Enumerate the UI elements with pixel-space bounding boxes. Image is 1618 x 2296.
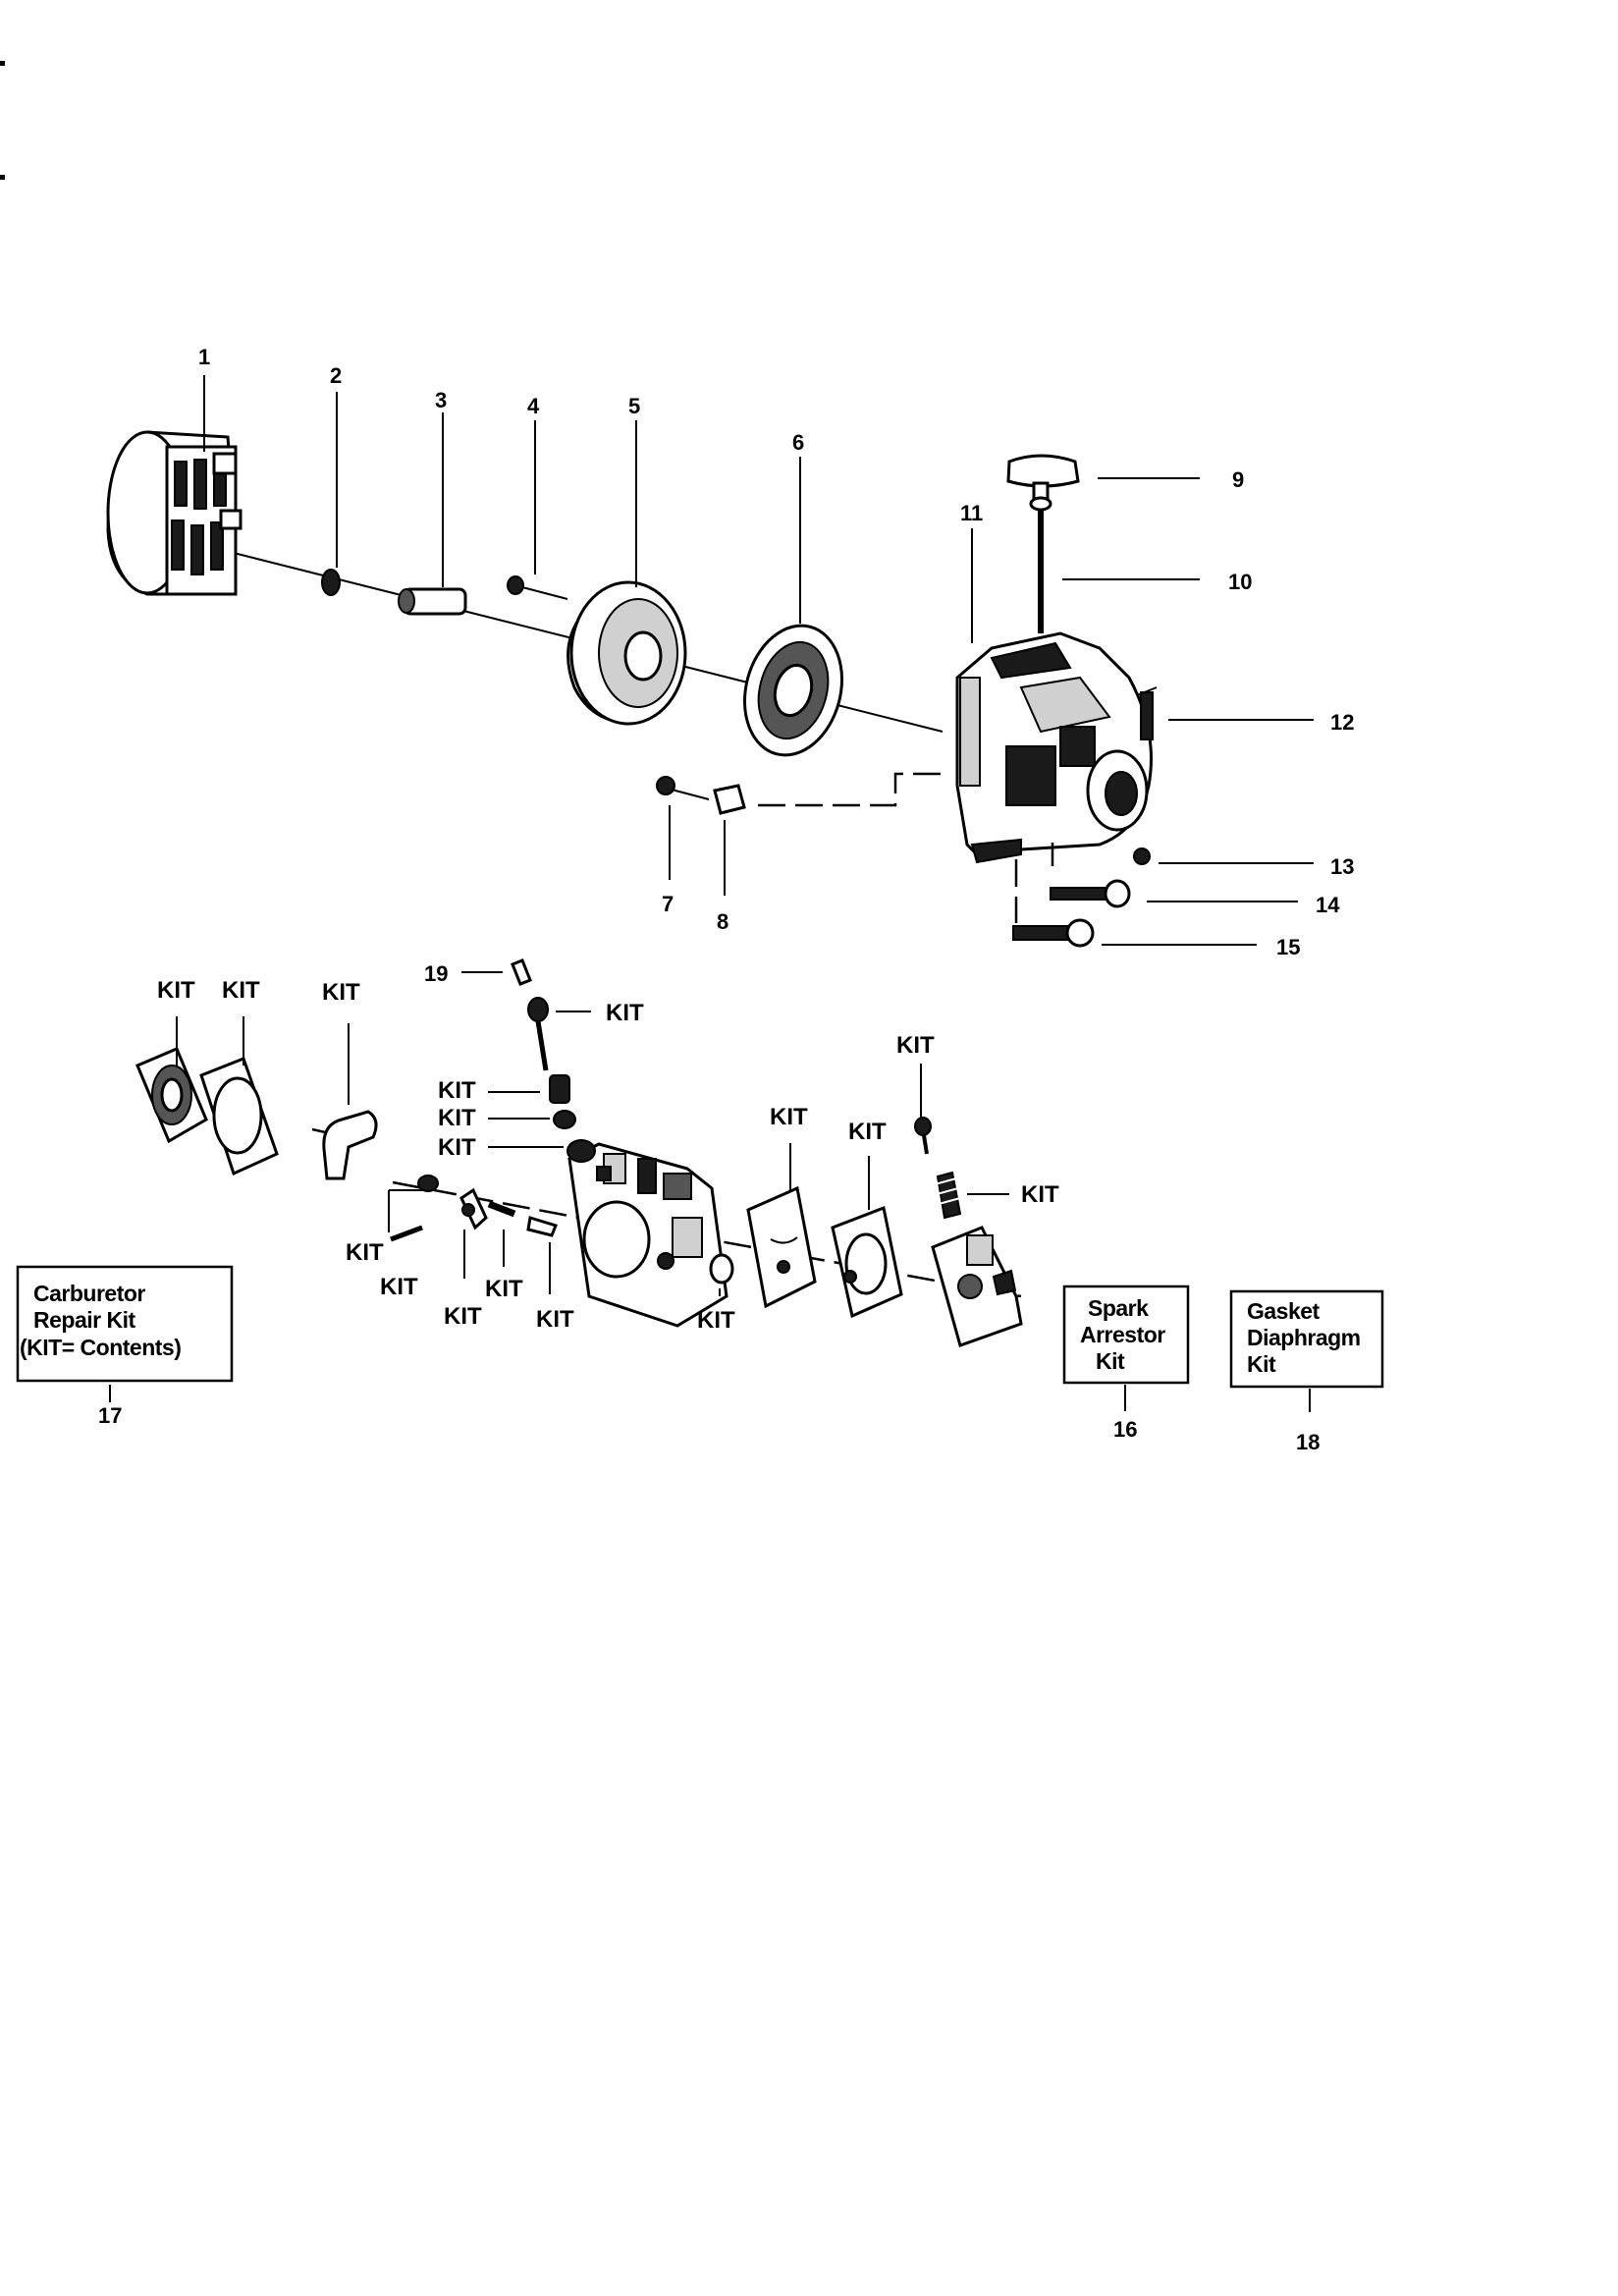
part-number-16: 16	[1113, 1417, 1137, 1442]
part-number-4: 4	[527, 394, 540, 418]
part-number-18: 18	[1296, 1430, 1320, 1454]
part-number-17: 17	[98, 1403, 122, 1428]
part-number-8: 8	[717, 909, 728, 934]
carburetor-repair-kit-box: Carburetor Repair Kit (KIT= Contents)	[16, 1265, 234, 1383]
part-number-19: 19	[424, 961, 448, 986]
screw-part-4	[507, 575, 568, 600]
spark-kit-line3: Kit	[1096, 1348, 1125, 1374]
spark-kit-line2: Arrestor	[1080, 1322, 1165, 1347]
gasket-kit-line2: Diaphragm	[1247, 1325, 1361, 1350]
pulley-part	[566, 580, 687, 726]
kit-label: KIT	[848, 1119, 887, 1145]
part-number-12: 12	[1330, 710, 1354, 735]
kit-label: KIT	[438, 1077, 476, 1104]
carburetor-body-part	[567, 1142, 728, 1328]
kit-label: KIT	[157, 977, 195, 1004]
washer-part	[321, 569, 341, 596]
part-number-1: 1	[198, 345, 210, 369]
part-number-5: 5	[628, 394, 640, 418]
scan-speck	[0, 175, 5, 180]
carb-kit-line3: (KIT= Contents)	[20, 1335, 181, 1360]
screw-part-12	[1136, 686, 1158, 740]
part-number-2: 2	[330, 363, 342, 388]
carb-kit-line1: Carburetor	[33, 1281, 145, 1306]
inlet-needle-part	[526, 1216, 558, 1237]
fitting-elbow-part	[322, 1110, 378, 1180]
spark-arrestor-kit-box: Spark Arrestor Kit	[1062, 1285, 1190, 1385]
metering-diaphragm-part	[746, 1185, 817, 1309]
gasket-kit-line3: Kit	[1247, 1351, 1276, 1377]
kit-label: KIT	[896, 1032, 935, 1059]
pump-cover-part	[135, 1047, 208, 1144]
kit-label: KIT	[1021, 1181, 1059, 1208]
kit-label: KIT	[346, 1239, 384, 1266]
cover-screw-part	[914, 1117, 932, 1155]
flywheel-part	[106, 430, 243, 596]
gasket-diaphragm-kit-box: Gasket Diaphragm Kit	[1229, 1289, 1384, 1389]
spring-part	[549, 1074, 570, 1104]
scan-speck	[0, 61, 5, 66]
screw-part-7	[656, 776, 710, 800]
part-number-6: 6	[792, 430, 804, 455]
part-number-15: 15	[1276, 935, 1300, 959]
metering-spring-part	[487, 1200, 516, 1218]
recoil-spring-part	[742, 624, 844, 757]
leader-kit-8	[388, 1189, 422, 1232]
kit-label: KIT	[697, 1307, 735, 1334]
part-number-3: 3	[435, 388, 447, 412]
part-number-10: 10	[1228, 570, 1252, 594]
part-number-11: 11	[960, 501, 983, 525]
carb-kit-line2: Repair Kit	[33, 1307, 135, 1333]
kit-label: KIT	[536, 1306, 574, 1333]
kit-label: KIT	[438, 1134, 476, 1161]
carburetor-axis-line	[392, 1180, 580, 1220]
cover-spring-part	[934, 1171, 962, 1220]
nut-part	[1133, 847, 1151, 865]
part-number-9: 9	[1232, 467, 1244, 492]
sleeve-part	[398, 587, 467, 616]
kit-label: KIT	[322, 979, 360, 1006]
bolt-part-15	[1012, 918, 1095, 948]
small-screw-part	[417, 1175, 439, 1192]
kit-label: KIT	[606, 1000, 644, 1026]
bolt-part-14	[1050, 879, 1131, 908]
pawl-part	[713, 784, 746, 815]
kit-label: KIT	[770, 1104, 808, 1130]
kit-label: KIT	[380, 1274, 418, 1300]
kit-label: KIT	[485, 1276, 523, 1302]
needle-part	[566, 1139, 596, 1163]
part-number-7: 7	[662, 892, 674, 916]
adjust-screw-part	[527, 997, 549, 1071]
pin-part	[390, 1225, 423, 1242]
metering-cover-part	[931, 1226, 1023, 1347]
kit-label: KIT	[222, 977, 260, 1004]
clip-part	[511, 958, 532, 986]
part-number-13: 13	[1330, 854, 1354, 879]
washer-part-small	[553, 1110, 576, 1129]
starter-housing-part	[955, 631, 1153, 864]
starter-handle-part	[1006, 454, 1080, 512]
pump-gasket-part	[199, 1057, 279, 1176]
metering-gasket-part	[831, 1205, 903, 1319]
filter-screen-part	[709, 1253, 734, 1285]
part-number-14: 14	[1316, 893, 1340, 917]
kit-label: KIT	[438, 1105, 476, 1131]
kit-label: KIT	[444, 1303, 482, 1330]
assembly-dash-line	[758, 772, 943, 807]
gasket-kit-line1: Gasket	[1247, 1298, 1321, 1324]
spark-kit-line1: Spark	[1088, 1295, 1149, 1321]
lever-part	[459, 1187, 488, 1230]
